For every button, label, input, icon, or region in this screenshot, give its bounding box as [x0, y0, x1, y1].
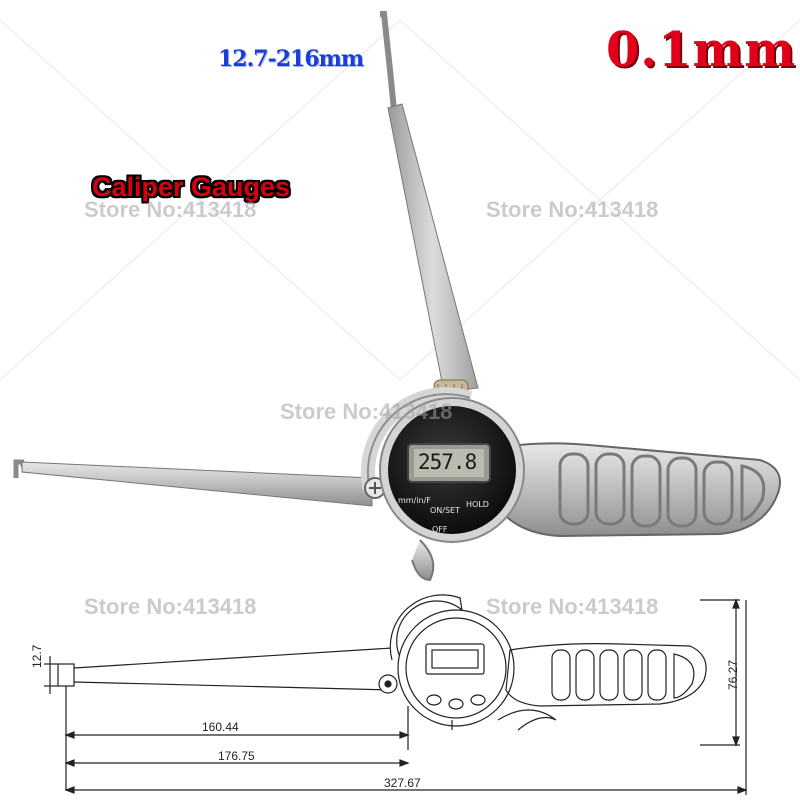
dim-160-label: 160.44 — [202, 720, 239, 734]
technical-drawing — [44, 594, 748, 795]
onset-button-label: ON/SET — [430, 506, 460, 515]
unit-button-label: mm/in/F — [398, 496, 431, 505]
store-watermark: Store No:413418 — [486, 594, 659, 619]
dim-height-label: 76.27 — [726, 659, 740, 690]
dim-jaw-label: 12.7 — [30, 644, 44, 668]
store-watermark: Store No:413418 — [280, 399, 453, 424]
store-watermark: Store No:413418 — [84, 594, 257, 619]
store-watermark: Store No:413418 — [486, 197, 659, 222]
lower-hook — [411, 539, 435, 582]
off-button-label: OFF — [432, 525, 448, 534]
hold-button-label: HOLD — [466, 500, 489, 509]
upper-caliper-arm — [380, 11, 479, 407]
caliper-handle — [499, 442, 781, 538]
dim-176-label: 176.75 — [218, 749, 255, 763]
digital-dial — [379, 397, 525, 543]
lcd-display-value: 257.8 — [418, 450, 477, 474]
product-title: Caliper Gauges — [92, 172, 291, 202]
resolution-label: 0.1mm — [606, 22, 797, 78]
store-watermark: Store No:413418 — [84, 197, 257, 222]
dim-total-label: 327.67 — [384, 776, 421, 790]
lower-caliper-arm — [13, 459, 373, 507]
range-label: 12.7-216mm — [218, 46, 364, 72]
watermark-lines — [0, 19, 800, 381]
